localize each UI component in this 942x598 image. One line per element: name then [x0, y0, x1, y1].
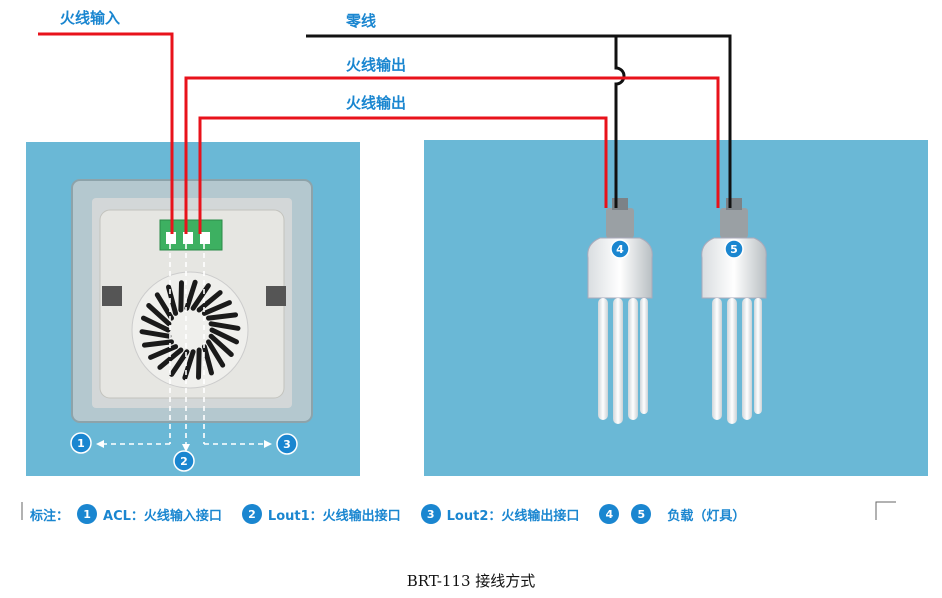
neutral-wire	[306, 34, 732, 208]
marker-1: 1	[70, 432, 92, 454]
svg-text:4: 4	[616, 243, 624, 256]
svg-text:3: 3	[283, 438, 291, 451]
arrow-heads	[96, 440, 272, 452]
vent-slot	[196, 347, 202, 380]
vent-slot	[139, 329, 172, 339]
legend-badge: 4	[599, 504, 620, 524]
legend-item-lout1: 2 Lout1：火线输出接口	[241, 504, 401, 524]
vent-slot	[154, 292, 174, 321]
vent-slot	[157, 347, 184, 370]
legend-item-lout2: 3 Lout2：火线输出接口	[420, 504, 580, 524]
vent-slot	[209, 327, 240, 345]
vent-slot	[201, 300, 232, 316]
marker-4: 4	[610, 239, 630, 259]
label-fire-in: 火线输入	[60, 9, 120, 27]
vent-slot	[201, 344, 214, 376]
label-neutral: 零线	[345, 12, 376, 30]
label-fire-out-2: 火线输出	[346, 94, 406, 112]
legend-badge: 2	[241, 504, 262, 524]
legend-badge: 3	[420, 504, 441, 524]
vent-slot	[190, 283, 211, 311]
legend-frame	[21, 501, 896, 520]
vent-slot	[206, 339, 226, 368]
vent-slot	[208, 321, 241, 331]
terminal-guides	[98, 244, 270, 450]
vent-slot	[184, 279, 198, 311]
vent-slot	[148, 344, 179, 360]
bulb-icon	[587, 198, 653, 424]
legend-text: Lout1：火线输出接口	[267, 508, 401, 524]
label-fire-out-1: 火线输出	[346, 56, 406, 74]
legend-text: 负载（灯具）	[667, 508, 746, 524]
legend-badge: 5	[631, 504, 652, 524]
svg-text:5: 5	[730, 243, 738, 256]
legend-title: 标注：	[30, 508, 70, 524]
vent-slot	[146, 303, 172, 327]
legend-badge: 1	[77, 504, 98, 524]
legend-text: Lout2：火线输出接口	[446, 508, 580, 524]
legend-item-load: 4 5 负载（灯具）	[599, 504, 745, 524]
svg-text:2: 2	[180, 455, 188, 468]
legend-text: ACL：火线输入接口	[103, 508, 222, 524]
switch-module-icon	[71, 179, 313, 423]
legend-item-acl: 1 ACL：火线输入接口	[77, 504, 222, 524]
lamp-photo-panel	[424, 140, 928, 476]
marker-2: 2	[173, 450, 195, 472]
marker-3: 3	[276, 433, 298, 455]
vent-slot	[206, 312, 239, 321]
svg-text:1: 1	[77, 437, 85, 450]
vent-slot	[196, 290, 223, 313]
marker-5: 5	[724, 239, 744, 259]
vent-slot	[208, 333, 234, 357]
bulb-icon	[701, 198, 767, 424]
fire-wire	[38, 32, 720, 234]
vent-slot	[140, 315, 171, 333]
vent-slot	[178, 280, 184, 313]
vent-slot	[169, 349, 190, 377]
figure-caption: BRT-113 接线方式	[406, 572, 536, 590]
vent-slot	[141, 339, 174, 348]
legend: 标注： 1 ACL：火线输入接口 2 Lout1：火线输出接口 3 Lout2：…	[30, 502, 765, 526]
